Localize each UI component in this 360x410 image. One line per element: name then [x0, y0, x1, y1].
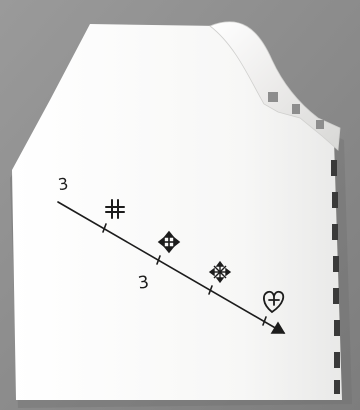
perforation-hole — [334, 352, 340, 368]
perforation-hole — [268, 92, 278, 102]
perforation-hole — [333, 256, 339, 272]
perforation-hole — [332, 224, 338, 240]
perforation-hole — [331, 160, 337, 176]
perforation-hole — [316, 120, 324, 129]
perforation-hole — [332, 192, 338, 208]
perforation-hole — [292, 104, 300, 114]
perforation-hole — [334, 380, 340, 394]
perforation-hole — [334, 320, 340, 336]
perforation-hole — [333, 288, 339, 304]
